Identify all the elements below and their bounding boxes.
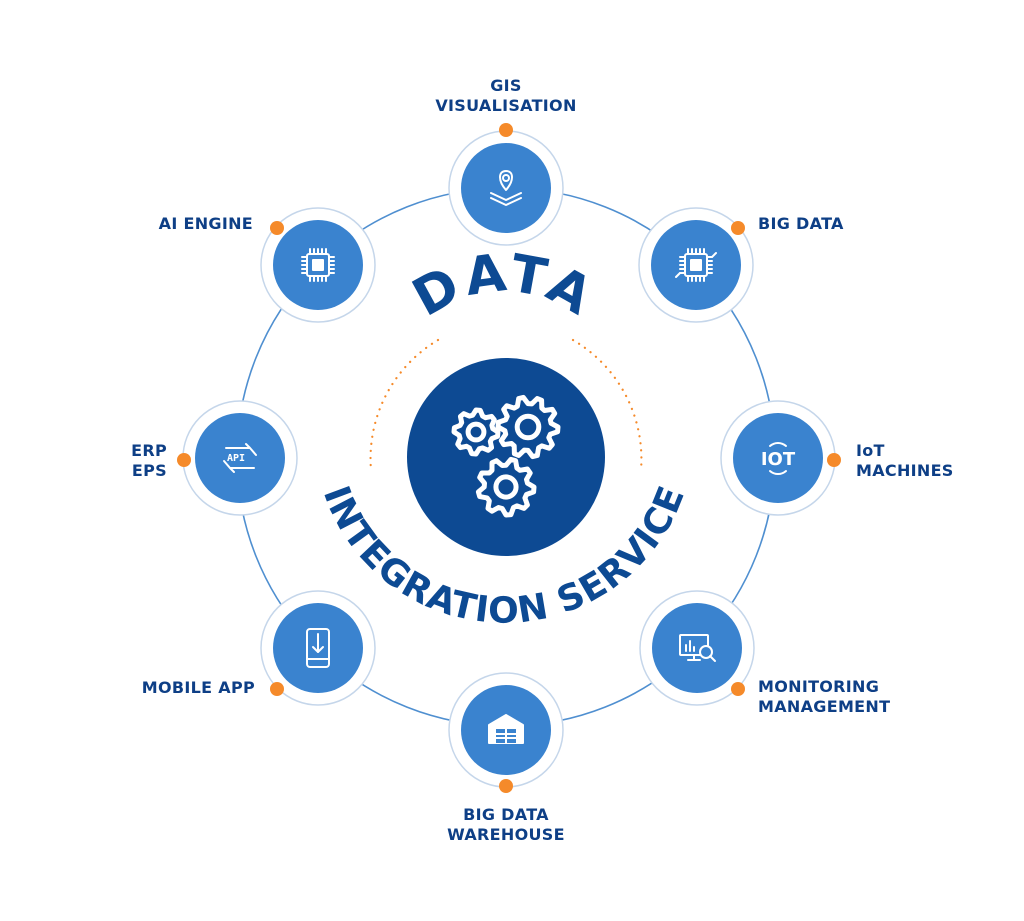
node-label-line: EPS bbox=[131, 461, 167, 480]
accent-dot bbox=[731, 221, 745, 235]
node-monitoring bbox=[639, 590, 755, 706]
node-gis bbox=[448, 123, 564, 246]
iot-signal-icon: IOT bbox=[761, 442, 796, 475]
node-label-line: AI ENGINE bbox=[158, 214, 253, 233]
node-label-line: BIG DATA bbox=[463, 805, 549, 824]
node-label-line: MONITORING bbox=[758, 677, 880, 696]
node-disc bbox=[733, 413, 823, 503]
accent-dot bbox=[270, 682, 284, 696]
monitor-search-icon bbox=[679, 634, 716, 662]
node-label-line: MACHINES bbox=[856, 461, 954, 480]
chip-circuit-icon bbox=[675, 248, 717, 282]
accent-dot bbox=[731, 682, 745, 696]
node-label-line: MANAGEMENT bbox=[758, 697, 891, 716]
accent-dot bbox=[270, 221, 284, 235]
node-disc bbox=[652, 603, 742, 693]
title-top: DATA bbox=[403, 243, 605, 329]
node-label-line: GIS bbox=[490, 76, 522, 95]
node-label-line: ERP bbox=[131, 441, 167, 460]
api-exchange-icon: API bbox=[223, 443, 257, 473]
node-label-big-data: BIG DATA bbox=[758, 214, 844, 234]
node-label-line: BIG DATA bbox=[758, 214, 844, 233]
gears-icon bbox=[451, 394, 561, 518]
node-label-mobile: MOBILE APP bbox=[142, 678, 255, 698]
node-label-ai: AI ENGINE bbox=[159, 214, 253, 234]
dotted-arc-right bbox=[571, 338, 643, 472]
node-label-line: VISUALISATION bbox=[435, 96, 577, 115]
node-warehouse bbox=[448, 672, 564, 793]
node-disc bbox=[195, 413, 285, 503]
node-iot: IOT bbox=[720, 400, 841, 516]
cpu-chip-icon bbox=[301, 248, 335, 282]
accent-dot bbox=[827, 453, 841, 467]
node-disc bbox=[461, 143, 551, 233]
node-big-data bbox=[638, 207, 754, 323]
node-mobile bbox=[260, 590, 376, 706]
node-erp: API bbox=[177, 400, 298, 516]
accent-dot bbox=[177, 453, 191, 467]
accent-dot bbox=[499, 123, 513, 137]
warehouse-icon bbox=[488, 714, 524, 744]
node-label-line: WAREHOUSE bbox=[447, 825, 565, 844]
map-pin-icon bbox=[490, 170, 522, 206]
node-label-line: IoT bbox=[856, 441, 885, 460]
svg-text:IOT: IOT bbox=[761, 449, 796, 470]
node-label-line: MOBILE APP bbox=[141, 678, 255, 697]
accent-dot bbox=[499, 779, 513, 793]
dotted-arc-left bbox=[369, 338, 440, 472]
node-ai bbox=[260, 207, 376, 323]
svg-text:API: API bbox=[227, 453, 245, 464]
center-circle bbox=[407, 358, 605, 556]
mobile-download-icon bbox=[306, 628, 330, 668]
